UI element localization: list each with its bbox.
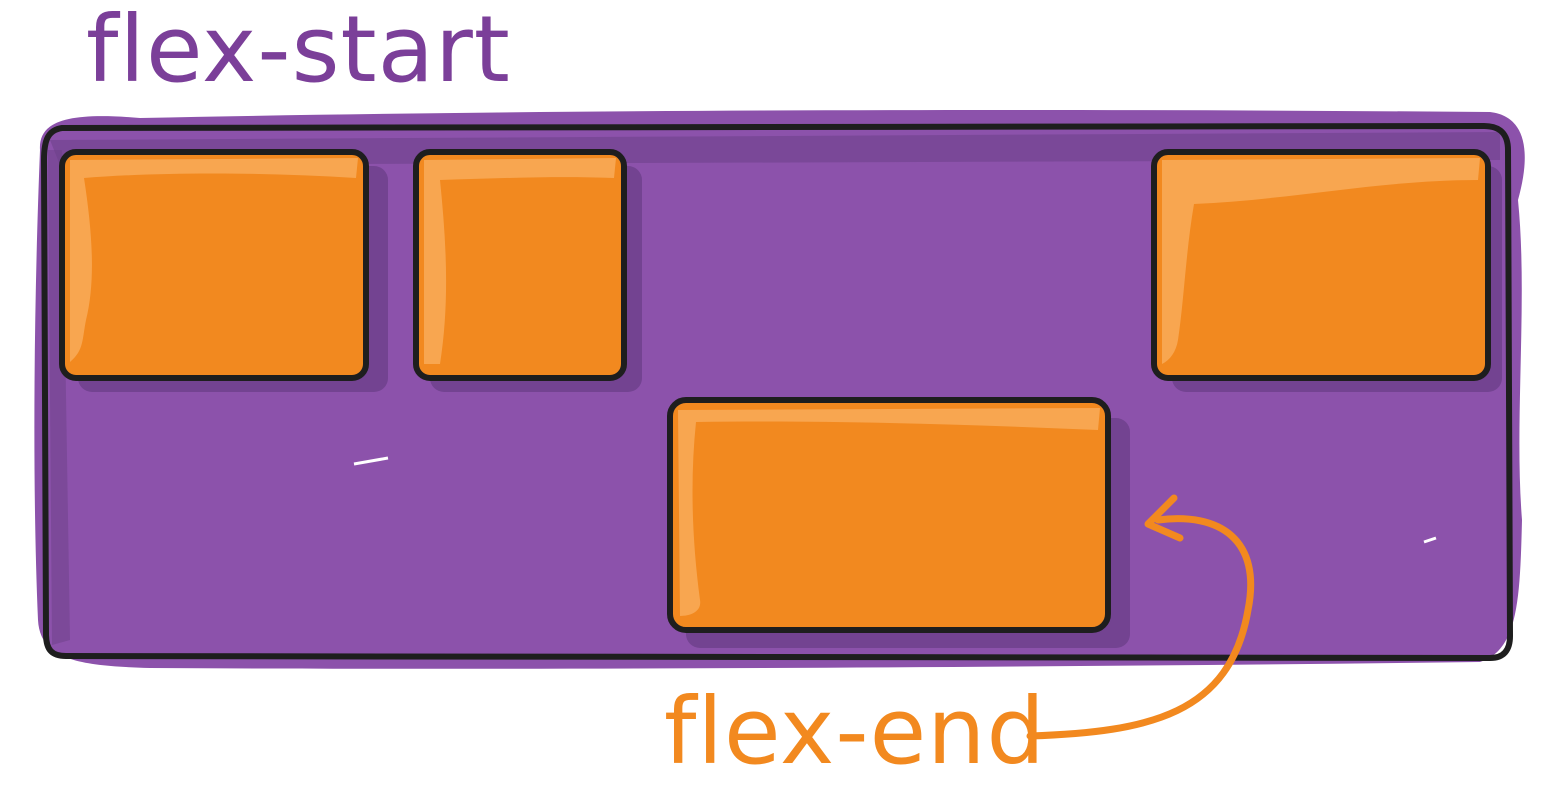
sketch-mark-2: [1423, 536, 1437, 544]
flex-item-1: [59, 149, 369, 381]
flex-item-4: [667, 397, 1111, 633]
container-shadow: [50, 132, 1500, 165]
flex-container: [41, 123, 1513, 661]
flex-start-label: flex-start: [86, 0, 511, 103]
flex-item-2: [413, 149, 627, 381]
flex-end-label: flex-end: [664, 678, 1046, 785]
flex-item-3: [1151, 149, 1491, 381]
arrow-head-icon: [1144, 494, 1184, 542]
sketch-mark-1: [353, 456, 389, 466]
container-shadow-left: [48, 150, 70, 645]
flex-end-arrow: [1026, 515, 1255, 740]
